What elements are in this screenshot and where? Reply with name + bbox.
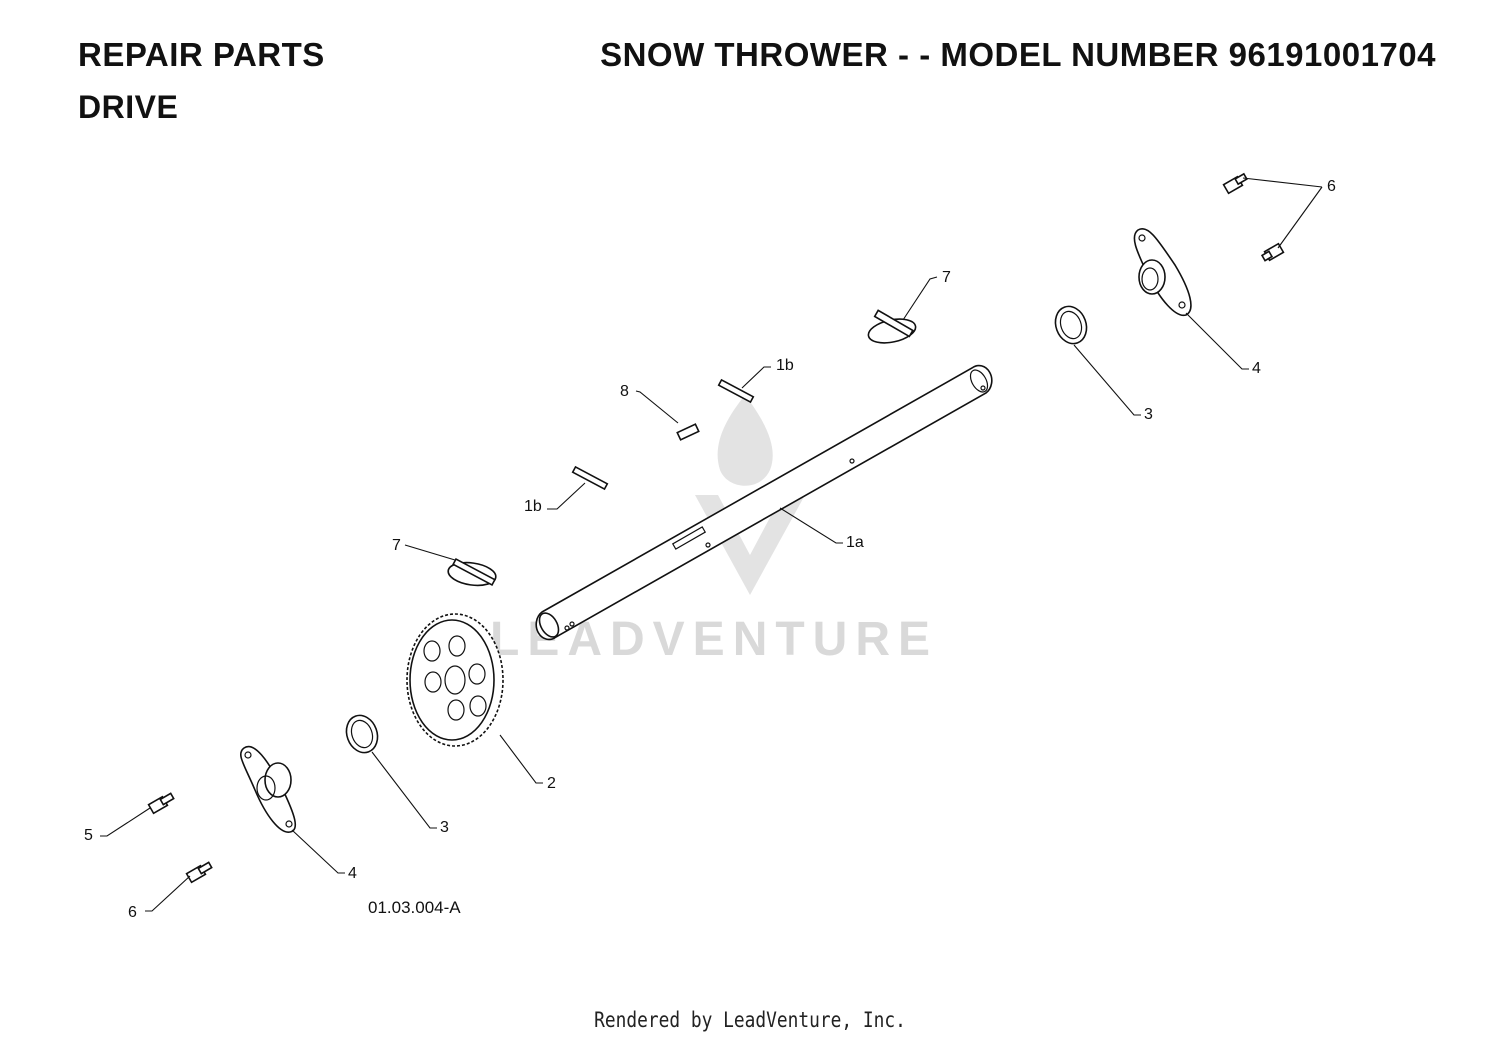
model-number: 96191001704: [1228, 36, 1436, 73]
part-pin-lower[interactable]: [571, 465, 609, 491]
part-bearing-flange-upper[interactable]: [1133, 227, 1192, 316]
callout-1a: 1a: [846, 534, 864, 551]
callout-labels: 6 7 1b 8 4 3 1b 1a 7 2 3 5 4 6: [84, 178, 1336, 921]
part-ring-pin-lower[interactable]: [447, 557, 498, 588]
part-pin-upper[interactable]: [717, 378, 755, 404]
footer-credit: Rendered by LeadVenture, Inc.: [594, 1008, 906, 1032]
callout-6-upper: 6: [1327, 178, 1336, 195]
part-bolt-6-lower[interactable]: [185, 861, 213, 884]
callout-4-lower: 4: [348, 865, 357, 882]
callout-1b-upper: 1b: [776, 357, 794, 374]
part-washer-upper[interactable]: [1050, 302, 1091, 348]
callout-3-lower: 3: [440, 819, 449, 836]
subsection-title: DRIVE: [78, 89, 179, 125]
part-key[interactable]: [676, 423, 700, 441]
part-gear[interactable]: [406, 613, 504, 747]
callout-8: 8: [620, 383, 629, 400]
part-bolt-5[interactable]: [147, 792, 175, 815]
part-washer-lower[interactable]: [341, 711, 382, 757]
part-bolt-6-upper-b[interactable]: [1260, 242, 1285, 262]
product-title: SNOW THROWER - - MODEL NUMBER 9619100170…: [600, 36, 1436, 74]
callout-1b-lower: 1b: [524, 498, 542, 515]
callout-7-lower: 7: [392, 537, 401, 554]
callout-3-upper: 3: [1144, 406, 1153, 423]
callout-6-lower: 6: [128, 904, 137, 921]
part-bolt-6-upper-a[interactable]: [1222, 172, 1248, 195]
callout-2: 2: [547, 775, 556, 792]
drawing-number: 01.03.004-A: [368, 898, 461, 917]
section-title: REPAIR PARTS: [78, 36, 325, 73]
callout-4-upper: 4: [1252, 360, 1261, 377]
callout-5: 5: [84, 827, 93, 844]
part-ring-pin-upper[interactable]: [866, 309, 918, 346]
part-shaft[interactable]: [535, 364, 993, 641]
callout-7-upper: 7: [942, 269, 951, 286]
product-label: SNOW THROWER - - MODEL NUMBER: [600, 36, 1219, 73]
part-bearing-flange-lower[interactable]: [239, 745, 297, 833]
leader-lines: [100, 177, 1323, 912]
